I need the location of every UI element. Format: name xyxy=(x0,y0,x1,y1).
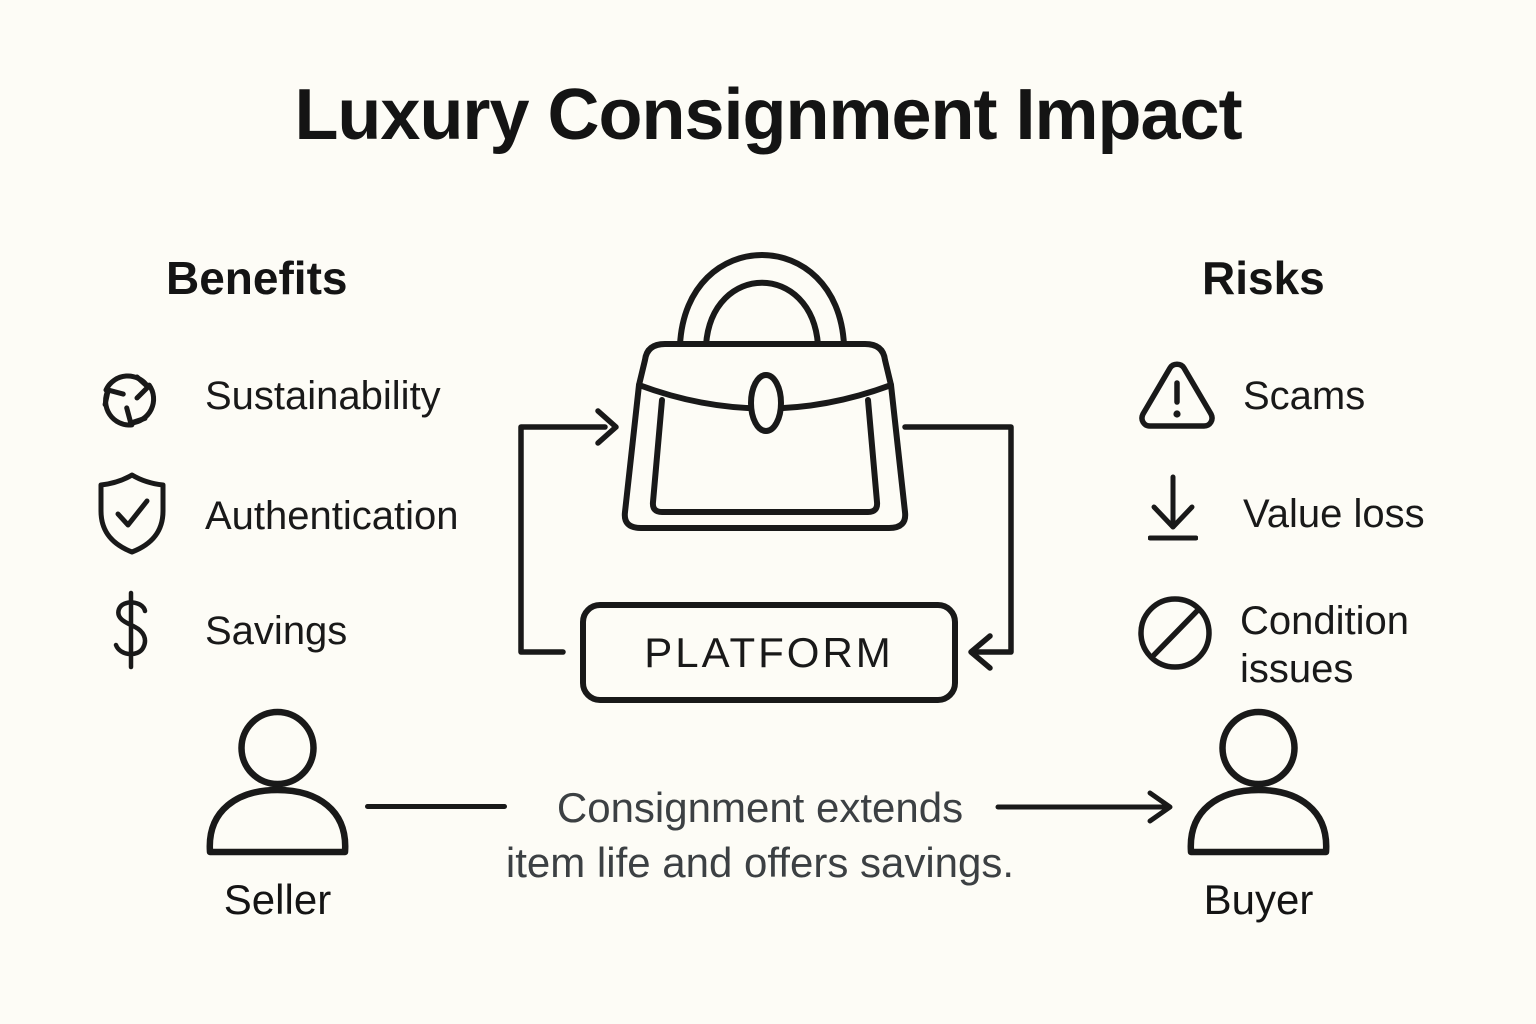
benefit-label-authentication: Authentication xyxy=(205,494,459,538)
benefits-heading: Benefits xyxy=(166,252,348,304)
risk-label-condition-issues: Condition issues xyxy=(1240,599,1410,691)
flow-caption-line1: Consignment extends xyxy=(556,784,964,831)
warning-triangle-icon xyxy=(1138,360,1216,430)
shield-check-icon xyxy=(96,470,168,556)
flow-caption: Consignment extends item life and offers… xyxy=(460,780,1060,890)
risk-label-value-loss: Value loss xyxy=(1243,492,1425,536)
platform-box xyxy=(580,602,958,703)
buyer-label: Buyer xyxy=(1203,876,1314,923)
flow-path-left xyxy=(518,408,619,655)
handbag-icon xyxy=(500,220,1040,720)
recycle-icon xyxy=(90,360,168,436)
no-slash-circle-icon xyxy=(1137,595,1213,671)
platform-label: PLATFORM xyxy=(644,629,894,676)
seller-label: Seller xyxy=(223,876,332,923)
flow-path-right xyxy=(902,424,1014,671)
page-title: Luxury Consignment Impact xyxy=(294,75,1242,155)
benefit-label-sustainability: Sustainability xyxy=(205,374,441,418)
seller-person-icon xyxy=(205,704,350,856)
buyer-person-icon xyxy=(1186,704,1331,856)
seller-connector-line xyxy=(365,804,507,809)
benefit-label-savings: Savings xyxy=(205,609,348,653)
risks-heading: Risks xyxy=(1202,252,1325,304)
dollar-icon xyxy=(108,590,154,670)
risk-label-scams: Scams xyxy=(1243,374,1366,418)
arrow-down-icon xyxy=(1148,474,1198,542)
flow-caption-line2: item life and offers savings. xyxy=(505,839,1015,886)
buyer-arrow xyxy=(990,787,1185,827)
